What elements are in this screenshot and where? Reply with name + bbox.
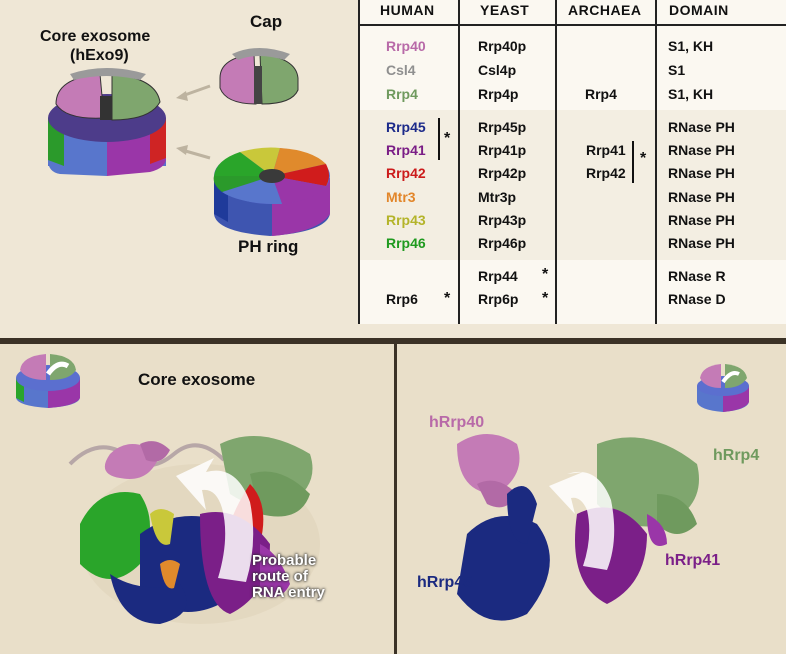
domain-rrp42: RNase PH xyxy=(668,165,735,181)
star-human-rrp45-41: * xyxy=(444,130,451,147)
subunit-table: HUMAN YEAST ARCHAEA DOMAIN Rrp40 Rrp40p … xyxy=(358,0,786,324)
yeast-rrp4p: Rrp4p xyxy=(478,86,519,102)
panel-separator xyxy=(0,338,786,344)
core-exosome-subtitle: (hExo9) xyxy=(70,47,129,64)
rna-entry-label-1: Probable xyxy=(252,552,317,569)
human-rrp41: Rrp41 xyxy=(386,142,426,158)
archaea-rrp42: Rrp42 xyxy=(586,165,626,181)
human-rrp46: Rrp46 xyxy=(386,235,426,251)
domain-csl4: S1 xyxy=(668,62,686,78)
subunit-structure-panel: hRrp40 hRrp4 hRrp45 hRrp41 xyxy=(397,344,786,654)
rna-entry-label-2: route of xyxy=(252,568,308,585)
human-rrp45: Rrp45 xyxy=(386,119,426,135)
ph-ring-label: PH ring xyxy=(238,237,299,256)
core-exosome-ribbon-model xyxy=(16,354,320,624)
header-human: HUMAN xyxy=(380,2,435,18)
yeast-rrp45p: Rrp45p xyxy=(478,119,527,135)
arrow-icon xyxy=(181,84,211,98)
yeast-rrp41p: Rrp41p xyxy=(478,142,527,158)
human-bracket xyxy=(438,118,440,160)
archaea-bracket xyxy=(632,141,634,183)
domain-rrp41: RNase PH xyxy=(668,142,735,158)
domain-rrp40: S1, KH xyxy=(668,38,714,54)
domain-rrp45: RNase PH xyxy=(668,119,735,135)
human-rrp6: Rrp6 xyxy=(386,291,418,307)
human-rrp40: Rrp40 xyxy=(386,38,426,54)
star-human-rrp6: * xyxy=(444,290,451,307)
cap-label: Cap xyxy=(250,12,283,31)
human-mtr3: Mtr3 xyxy=(386,189,416,205)
rna-entry-label-3: RNA entry xyxy=(252,584,325,601)
exosome-schematic xyxy=(48,48,330,236)
archaea-rrp4: Rrp4 xyxy=(585,86,617,102)
yeast-rrp46p: Rrp46p xyxy=(478,235,527,251)
domain-rrp6: RNase D xyxy=(668,291,726,307)
core-exosome-title: Core exosome xyxy=(40,28,151,45)
subunit-ribbon-model xyxy=(457,364,749,621)
yeast-rrp42p: Rrp42p xyxy=(478,165,527,181)
label-hrrp41: hRrp41 xyxy=(665,552,721,569)
yeast-rrp40p: Rrp40p xyxy=(478,38,527,54)
yeast-mtr3p: Mtr3p xyxy=(478,189,517,205)
yeast-rrp6p: Rrp6p xyxy=(478,291,519,307)
human-rrp42: Rrp42 xyxy=(386,165,426,181)
domain-rrp43: RNase PH xyxy=(668,212,735,228)
cap-model xyxy=(219,48,299,105)
header-domain: DOMAIN xyxy=(669,2,729,18)
yeast-rrp43p: Rrp43p xyxy=(478,212,527,228)
domain-rrp4: S1, KH xyxy=(668,86,714,102)
core-exosome-structure-panel: Core exosome Probable route of RNA entry xyxy=(0,344,394,654)
label-hrrp45: hRrp45 xyxy=(417,574,473,591)
header-archaea: ARCHAEA xyxy=(568,2,642,18)
ph-ring-model xyxy=(213,147,330,236)
core-exosome-model xyxy=(48,68,166,176)
domain-rrp46: RNase PH xyxy=(668,235,735,251)
human-rrp43: Rrp43 xyxy=(386,212,426,228)
header-yeast: YEAST xyxy=(480,2,530,18)
human-csl4: Csl4 xyxy=(386,62,416,78)
yeast-rrp44: Rrp44 xyxy=(478,268,518,284)
star-yeast-rrp6: * xyxy=(542,290,549,307)
star-archaea: * xyxy=(640,150,647,167)
core-exosome-panel-title: Core exosome xyxy=(138,370,256,389)
archaea-rrp41: Rrp41 xyxy=(586,142,626,158)
domain-rrp44: RNase R xyxy=(668,268,726,284)
label-hrrp40: hRrp40 xyxy=(429,414,485,431)
mini-exosome-icon xyxy=(16,354,80,408)
label-hrrp4: hRrp4 xyxy=(713,447,760,464)
domain-mtr3: RNase PH xyxy=(668,189,735,205)
star-yeast-rrp44: * xyxy=(542,266,549,283)
yeast-csl4p: Csl4p xyxy=(478,62,517,78)
mini-exosome-icon-right xyxy=(697,364,749,412)
panel-divider xyxy=(394,344,397,654)
human-rrp4: Rrp4 xyxy=(386,86,418,102)
